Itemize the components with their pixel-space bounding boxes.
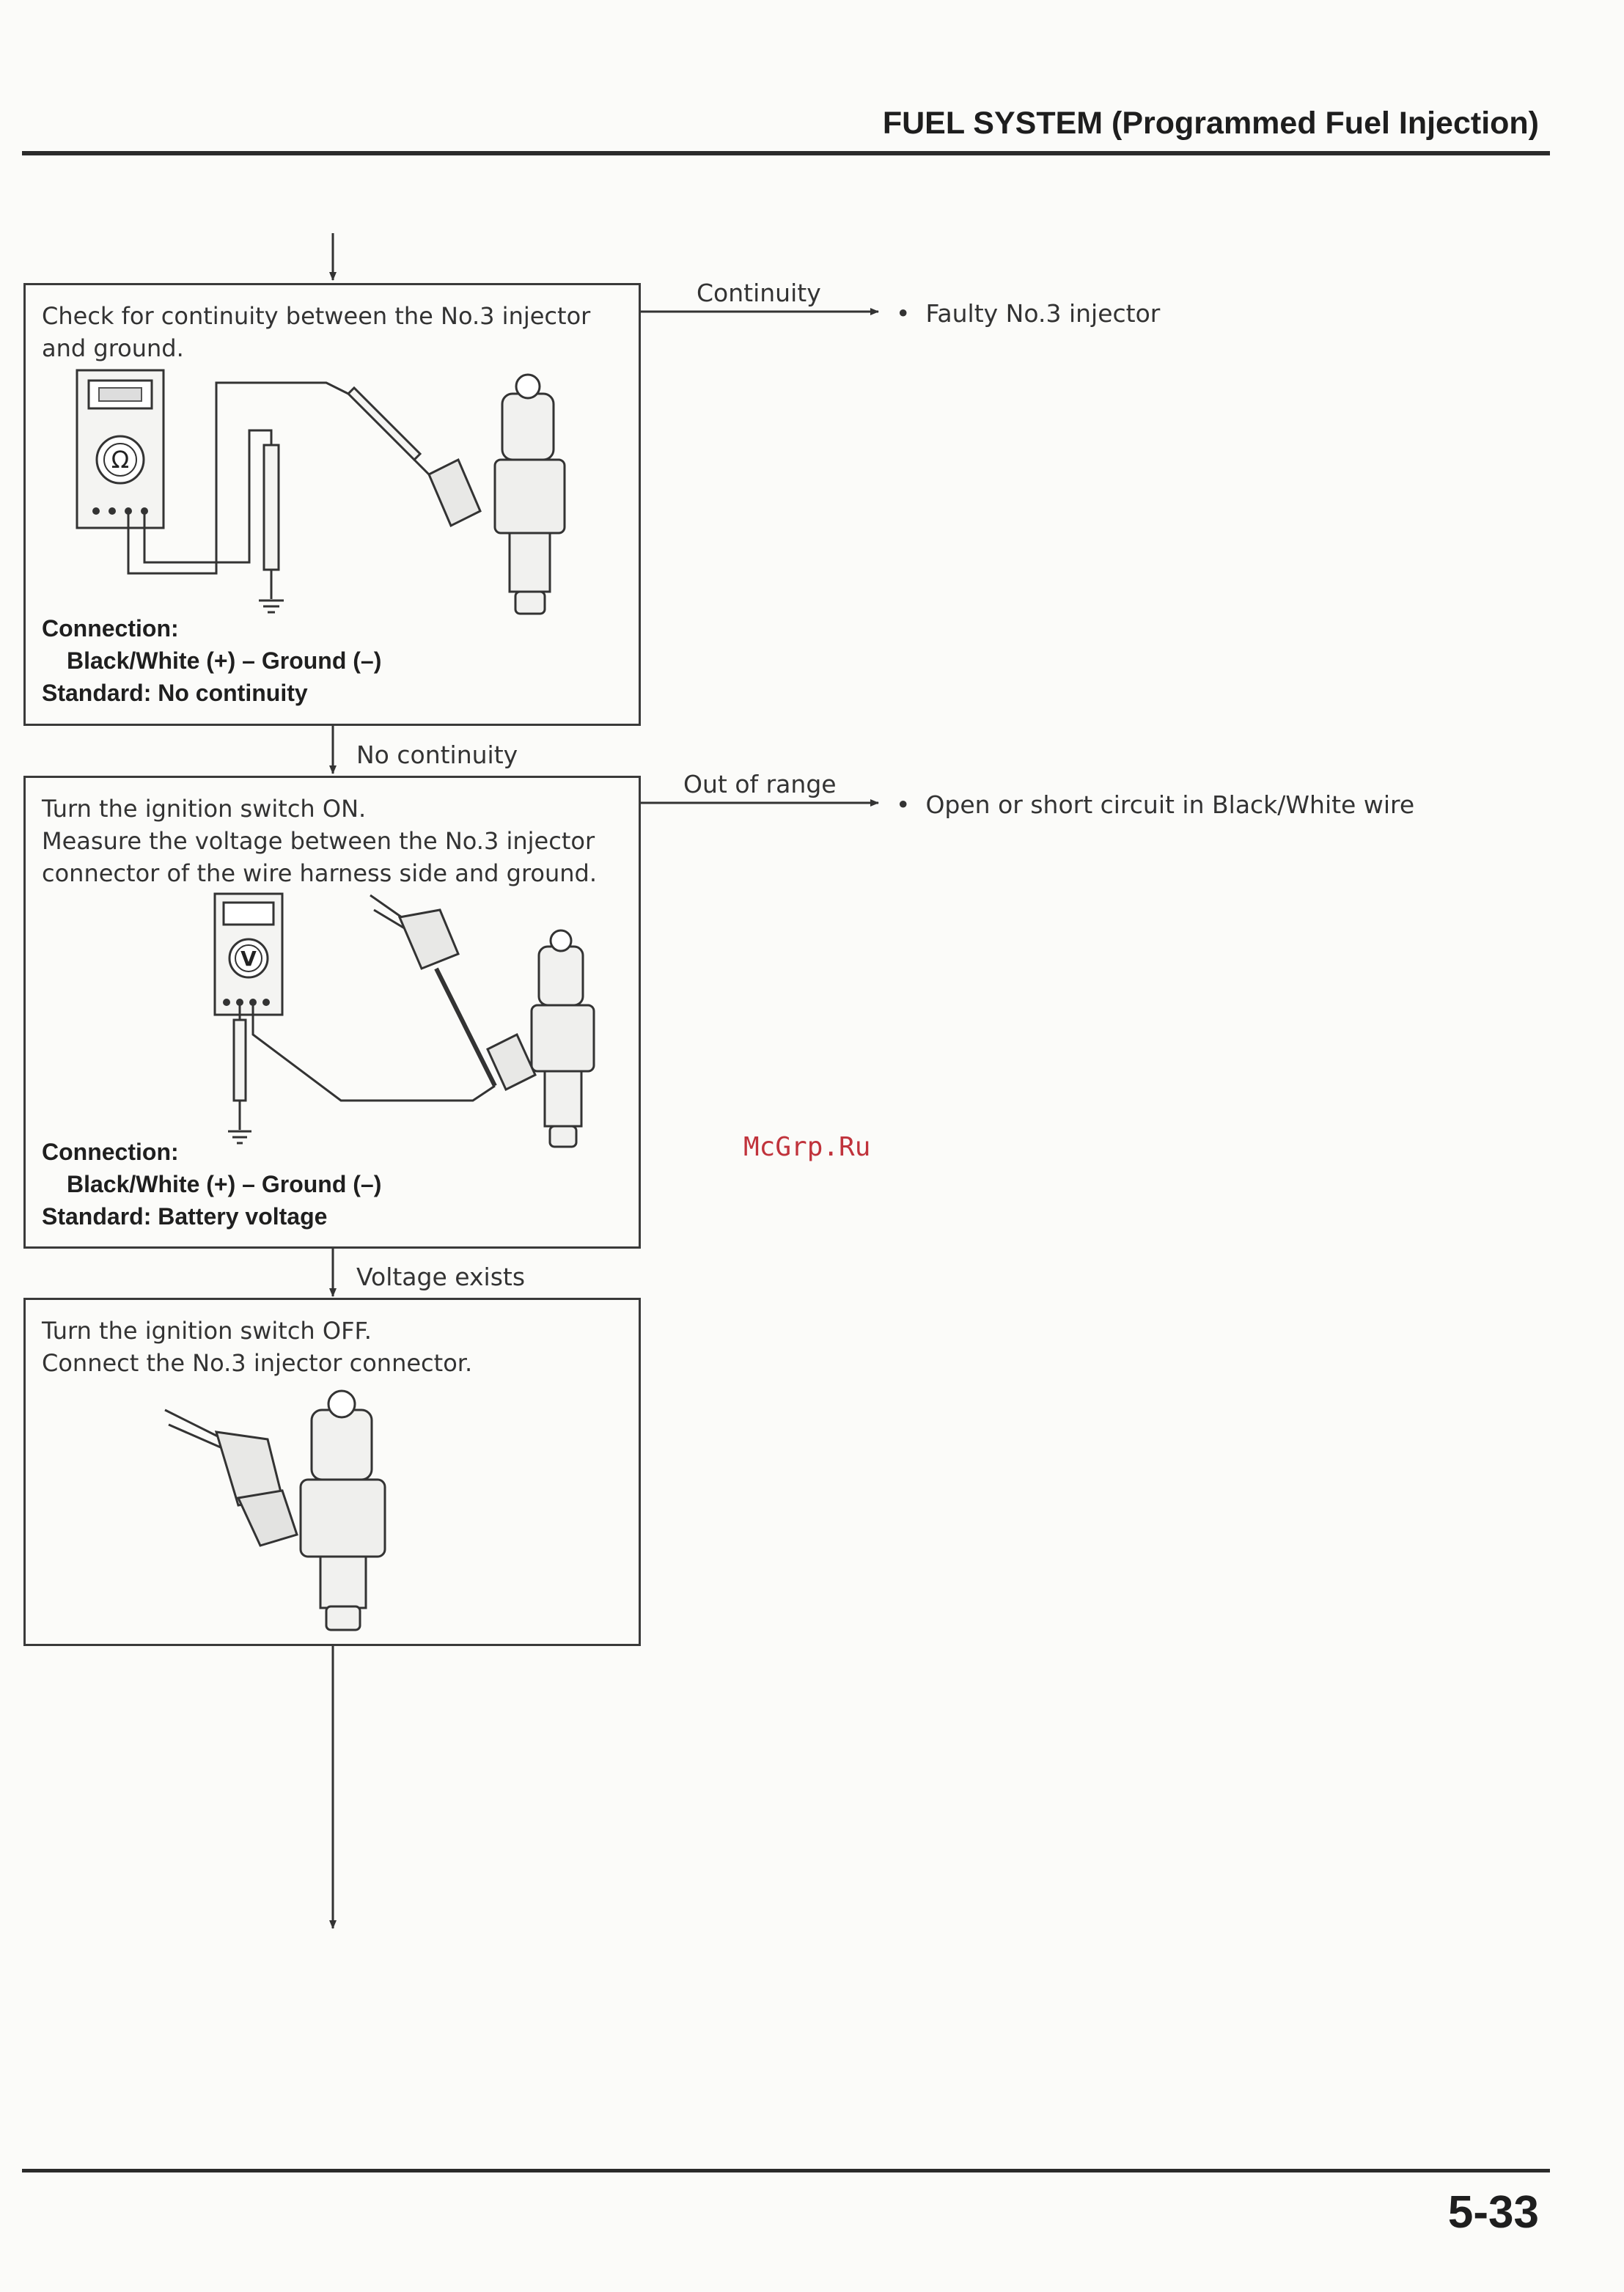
header-rule	[22, 151, 1550, 155]
connection-label: Connection:	[42, 615, 179, 642]
step-2-text-line: Measure the voltage between the No.3 inj…	[42, 827, 595, 855]
injector-connector-illustration	[164, 1389, 386, 1631]
standard-value: Standard: Battery voltage	[42, 1203, 328, 1230]
voltmeter-illustration: V	[213, 892, 595, 1148]
step-2-text-line: connector of the wire harness side and g…	[42, 859, 598, 887]
bullet: •	[896, 299, 911, 328]
connection-value: Black/White (+) – Ground (–)	[67, 1171, 382, 1197]
page-title: FUEL SYSTEM (Programmed Fuel Injection)	[882, 106, 1539, 141]
step-3-text-line: Turn the ignition switch OFF.	[42, 1317, 372, 1345]
watermark: McGrp.Ru	[743, 1132, 871, 1162]
step-1-box: Check for continuity between the No.3 in…	[23, 283, 641, 726]
step-2-box: Turn the ignition switch ON. Measure the…	[23, 776, 641, 1249]
result-faulty-injector: • Faulty No.3 injector	[896, 299, 1160, 328]
flow-label-voltage-exists: Voltage exists	[356, 1263, 526, 1291]
meter-symbol-ohm: Ω	[111, 446, 129, 474]
step-1-text-line: and ground.	[42, 334, 184, 362]
step-3-box: Turn the ignition switch OFF. Connect th…	[23, 1298, 641, 1646]
connection-label: Connection:	[42, 1139, 179, 1165]
footer-rule	[22, 2169, 1550, 2172]
standard-value: Standard: No continuity	[42, 680, 308, 706]
page-number: 5-33	[1447, 2187, 1539, 2238]
step-1-text-line: Check for continuity between the No.3 in…	[42, 302, 591, 330]
step-2-text-line: Turn the ignition switch ON.	[42, 795, 367, 823]
result-open-short-circuit: • Open or short circuit in Black/White w…	[896, 790, 1414, 819]
branch-label-continuity: Continuity	[697, 279, 821, 307]
step-3-text-line: Connect the No.3 injector connector.	[42, 1349, 473, 1377]
connection-value: Black/White (+) – Ground (–)	[67, 647, 382, 674]
ohmmeter-illustration: Ω	[76, 369, 566, 615]
bullet: •	[896, 790, 911, 819]
meter-symbol-volt: V	[240, 947, 257, 971]
result-text: Faulty No.3 injector	[925, 299, 1161, 328]
result-text: Open or short circuit in Black/White wir…	[925, 790, 1415, 819]
branch-label-out-of-range: Out of range	[683, 770, 837, 798]
flow-label-no-continuity: No continuity	[356, 741, 518, 769]
